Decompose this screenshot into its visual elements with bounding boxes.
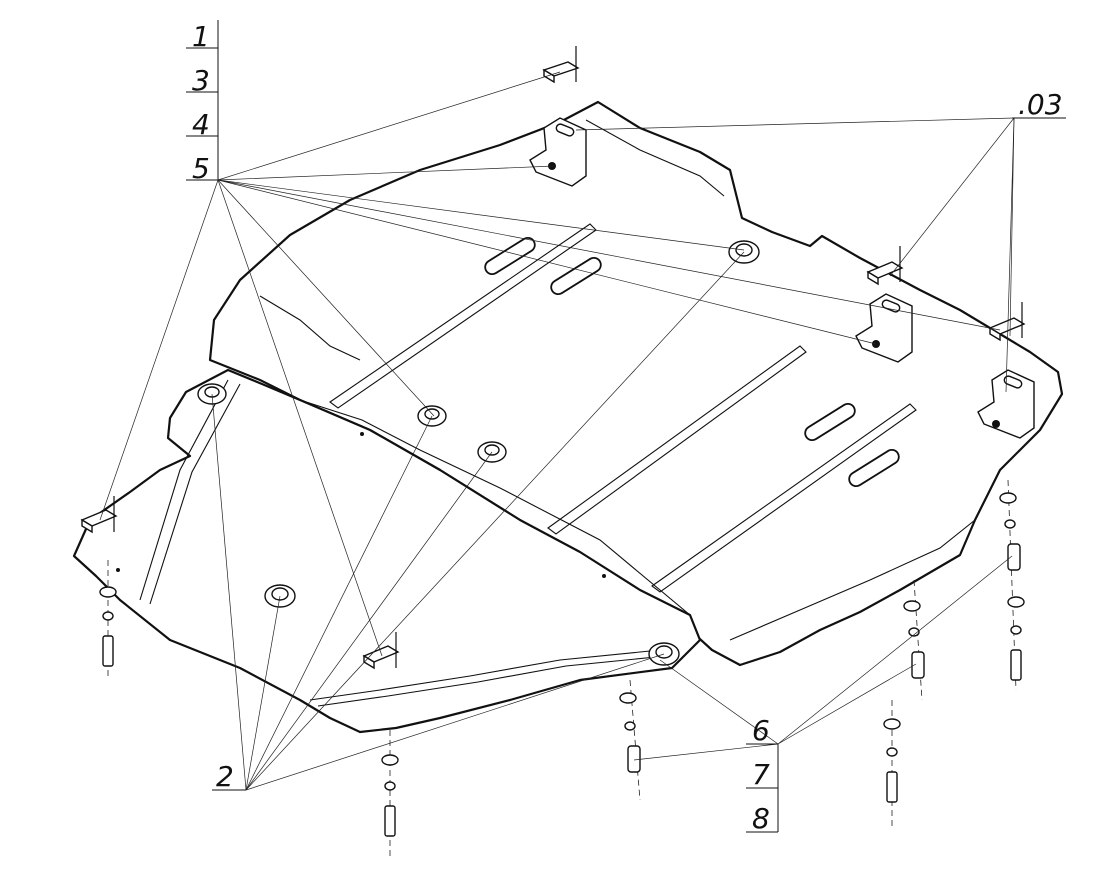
callout-table-right: .03 xyxy=(1012,88,1066,121)
fastener-stack xyxy=(99,560,117,680)
fastener-stack xyxy=(883,700,901,826)
callout-3: 3 xyxy=(192,64,210,97)
fold-line-bottom xyxy=(309,649,661,701)
fold-line-left-2 xyxy=(149,383,241,605)
rear-edge-lip xyxy=(585,119,725,197)
mounting-bracket xyxy=(977,369,1035,439)
mounting-bracket xyxy=(529,117,587,187)
fold-line-left xyxy=(139,379,229,601)
clip-nut xyxy=(542,46,580,84)
fastener-stack xyxy=(903,579,925,701)
callout-1: 1 xyxy=(192,20,210,53)
fold-line-front xyxy=(299,399,691,616)
callout-2: 2 xyxy=(216,760,234,793)
clip-nut xyxy=(866,246,904,286)
callout-table-bottom-right: 6 7 8 xyxy=(746,714,779,835)
rib-2 xyxy=(547,345,807,535)
fastener-stack xyxy=(619,679,641,801)
fold-line-right xyxy=(729,519,976,641)
rivet xyxy=(360,432,364,436)
fastener-stack xyxy=(999,479,1025,691)
callout-5: 5 xyxy=(192,152,210,185)
vent-slot xyxy=(550,256,602,296)
callout-6: 6 xyxy=(752,714,770,747)
mounting-bracket xyxy=(855,293,913,363)
rivet xyxy=(116,568,120,572)
callout-table-left: 1 3 4 5 xyxy=(186,20,219,185)
skid-plate-main xyxy=(208,100,1064,667)
skid-plate-front xyxy=(72,368,702,734)
fold-line-rear xyxy=(259,295,361,361)
clip-nut xyxy=(80,496,118,534)
callout-7: 7 xyxy=(752,758,770,791)
vent-slot xyxy=(484,236,536,276)
callout-4: 4 xyxy=(192,108,210,141)
rib-3 xyxy=(651,403,917,593)
rivet xyxy=(602,574,606,578)
fastener-stack xyxy=(381,730,399,860)
clip-nut xyxy=(988,302,1026,342)
callout-8: 8 xyxy=(752,802,770,835)
vent-slot xyxy=(804,402,856,442)
fold-line-bottom-2 xyxy=(317,655,667,707)
leader-lines xyxy=(99,71,1015,791)
callout-table-bottom-left: 2 xyxy=(212,760,246,793)
callout-03: .03 xyxy=(1018,88,1063,121)
vent-slot xyxy=(848,448,900,488)
